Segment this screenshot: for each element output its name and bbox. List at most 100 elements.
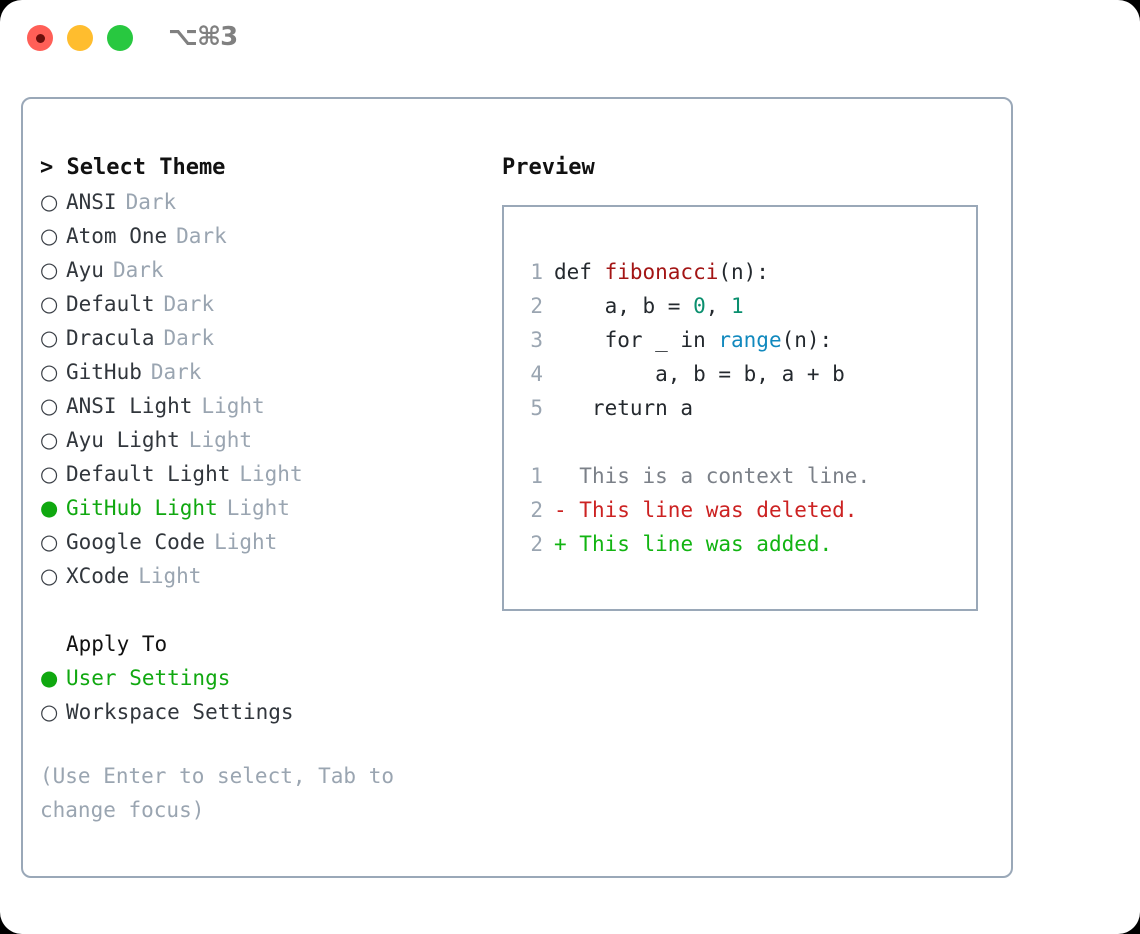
line-number: 2	[530, 294, 543, 318]
theme-kind-label: Dark	[163, 292, 215, 316]
radio-unselected-icon: ○	[40, 530, 59, 554]
radio-unselected-icon: ○	[40, 564, 59, 588]
code-token-plain: ,	[705, 294, 732, 318]
apply-to-option[interactable]: ○Workspace Settings	[40, 695, 490, 729]
theme-name-label: Dracula	[66, 326, 155, 350]
select-theme-header: > Select Theme	[40, 155, 226, 180]
theme-kind-label: Light	[138, 564, 202, 588]
code-token-plain: (n):	[781, 328, 833, 352]
diff-line: 1 This is a context line.	[521, 459, 970, 493]
theme-kind-label: Light	[226, 496, 290, 520]
preview-title: Preview	[502, 155, 595, 180]
diff-line-text: This line was deleted.	[579, 498, 858, 522]
line-number: 2	[530, 532, 543, 556]
diff-sample: 1 This is a context line.2- This line wa…	[521, 459, 970, 561]
diff-line-text: This is a context line.	[579, 464, 871, 488]
theme-kind-label: Light	[188, 428, 253, 452]
title-bar: ⌥⌘3	[0, 0, 1140, 78]
line-number: 3	[530, 328, 543, 352]
code-line-text: def fibonacci(n):	[554, 255, 769, 289]
diff-line: 2- This line was deleted.	[521, 493, 970, 527]
theme-kind-label: Light	[201, 394, 265, 418]
code-line: 5 return a	[521, 391, 970, 425]
code-line: 4 a, b = b, a + b	[521, 357, 970, 391]
code-line-text: for _ in range(n):	[554, 323, 833, 357]
radio-unselected-icon: ○	[40, 394, 59, 418]
window-controls	[27, 25, 133, 51]
code-line: 3 for _ in range(n):	[521, 323, 970, 357]
code-line: 1 def fibonacci(n):	[521, 255, 970, 289]
code-token-num: 1	[731, 294, 744, 318]
code-line-text: a, b = 0, 1	[554, 289, 744, 323]
keyboard-shortcut-label: ⌥⌘3	[168, 22, 238, 52]
code-line: 2 a, b = 0, 1	[521, 289, 970, 323]
line-number: 1	[530, 464, 543, 488]
radio-unselected-icon: ○	[40, 258, 59, 282]
theme-name-label: XCode	[66, 564, 130, 588]
theme-name-label: Default	[66, 292, 155, 316]
theme-kind-label: Dark	[112, 258, 164, 282]
theme-name-label: ANSI	[66, 190, 117, 214]
theme-kind-label: Dark	[150, 360, 202, 384]
apply-to-header: Apply To	[66, 632, 168, 656]
radio-unselected-icon: ○	[40, 292, 59, 316]
theme-name-label: Ayu	[66, 258, 104, 282]
theme-list-item[interactable]: ○ Default Dark	[40, 287, 490, 321]
line-number: 1	[530, 260, 543, 284]
theme-list-item[interactable]: ○ Default Light Light	[40, 457, 490, 491]
line-number: 5	[530, 396, 543, 420]
apply-to-label: Workspace Settings	[66, 700, 294, 724]
maximize-window-button[interactable]	[107, 25, 133, 51]
theme-list-item[interactable]: ○ Dracula Dark	[40, 321, 490, 355]
theme-kind-label: Dark	[176, 224, 227, 248]
diff-line: 2+ This line was added.	[521, 527, 970, 561]
code-token-plain: a, b = b, a + b	[554, 362, 845, 386]
code-token-num: 0	[693, 294, 706, 318]
theme-kind-label: Light	[214, 530, 278, 554]
code-token-plain: a, b =	[554, 294, 694, 318]
theme-name-label: Google Code	[66, 530, 206, 554]
theme-kind-label: Light	[239, 462, 303, 486]
theme-list-item[interactable]: ○ XCode Light	[40, 559, 490, 593]
radio-unselected-icon: ○	[40, 190, 59, 214]
theme-list-item[interactable]: ○ ANSI Light Light	[40, 389, 490, 423]
theme-name-label: Ayu Light	[66, 428, 180, 452]
theme-name-label: ANSI Light	[66, 394, 193, 418]
theme-name-label: Default Light	[66, 462, 231, 486]
theme-list-item[interactable]: ○ Ayu Dark	[40, 253, 490, 287]
code-token-plain: (n):	[718, 260, 769, 284]
line-number: 2	[530, 498, 543, 522]
close-window-button[interactable]	[27, 25, 53, 51]
theme-kind-label: Dark	[163, 326, 215, 350]
code-token-plain: def	[554, 260, 605, 284]
theme-list-item[interactable]: ○ Google Code Light	[40, 525, 490, 559]
theme-name-label: GitHub	[66, 360, 142, 384]
minimize-window-button[interactable]	[67, 25, 93, 51]
code-diff-separator	[521, 425, 970, 459]
line-number: 4	[530, 362, 543, 386]
diff-marker	[554, 459, 579, 493]
diff-line-text: This line was added.	[579, 532, 833, 556]
radio-unselected-icon: ○	[40, 326, 59, 350]
diff-marker: -	[554, 498, 580, 522]
code-line-text: a, b = b, a + b	[554, 357, 845, 391]
radio-selected-icon: ●	[40, 496, 59, 520]
code-token-bi: range	[718, 328, 782, 352]
theme-name-label: Atom One	[66, 224, 168, 248]
theme-kind-label: Dark	[125, 190, 177, 214]
code-token-fn: fibonacci	[604, 260, 719, 284]
radio-unselected-icon: ○	[40, 462, 59, 486]
theme-list-item[interactable]: ○ ANSI Dark	[40, 185, 490, 219]
apply-to-option[interactable]: ●User Settings	[40, 661, 490, 695]
